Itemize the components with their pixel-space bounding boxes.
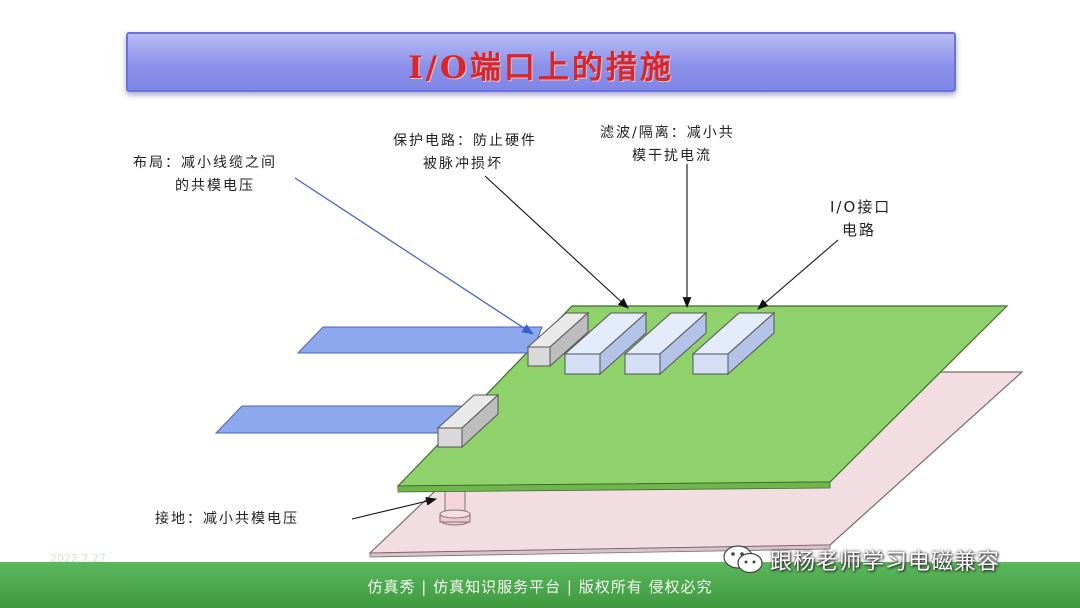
- slide-title: I/O端口上的措施: [408, 50, 674, 86]
- io-interface-component: [691, 311, 776, 376]
- io-arrow: [757, 239, 839, 310]
- pcb-board-edge: [397, 481, 831, 493]
- protection-component: [563, 311, 648, 376]
- slide-date: 2022.7.27: [50, 552, 106, 565]
- footer-text: 仿真秀 | 仿真知识服务平台 | 版权所有 侵权必究: [367, 578, 713, 596]
- title-bar: I/O端口上的措施: [126, 32, 956, 92]
- filter-component: [623, 311, 708, 376]
- wechat-icon: [722, 542, 766, 578]
- watermark-text: 跟杨老师学习电磁兼容: [770, 550, 1001, 575]
- ground-arrow: [351, 497, 438, 520]
- cable-top: [296, 326, 543, 354]
- ground-plane-edge: [369, 544, 831, 558]
- protection-label: 保护电路：防止硬件 被脉冲损坏: [393, 133, 537, 172]
- connector-bottom: [436, 393, 500, 449]
- layout-label: 布局：减小线缆之间 的共模电压: [133, 155, 277, 194]
- watermark: 跟杨老师学习电磁兼容: [722, 540, 1000, 580]
- filter-label: 滤波/隔离：减小共 模干扰电流: [600, 125, 735, 164]
- footer-bar: 仿真秀 | 仿真知识服务平台 | 版权所有 侵权必究: [0, 562, 1080, 608]
- io-interface-label: I/O接口 电路: [830, 198, 892, 239]
- protection-arrow: [484, 175, 629, 309]
- layout-arrow: [294, 177, 535, 335]
- ground-label: 接地：减小共模电压: [155, 511, 299, 527]
- cable-bottom: [214, 405, 466, 434]
- connector-top: [526, 311, 590, 368]
